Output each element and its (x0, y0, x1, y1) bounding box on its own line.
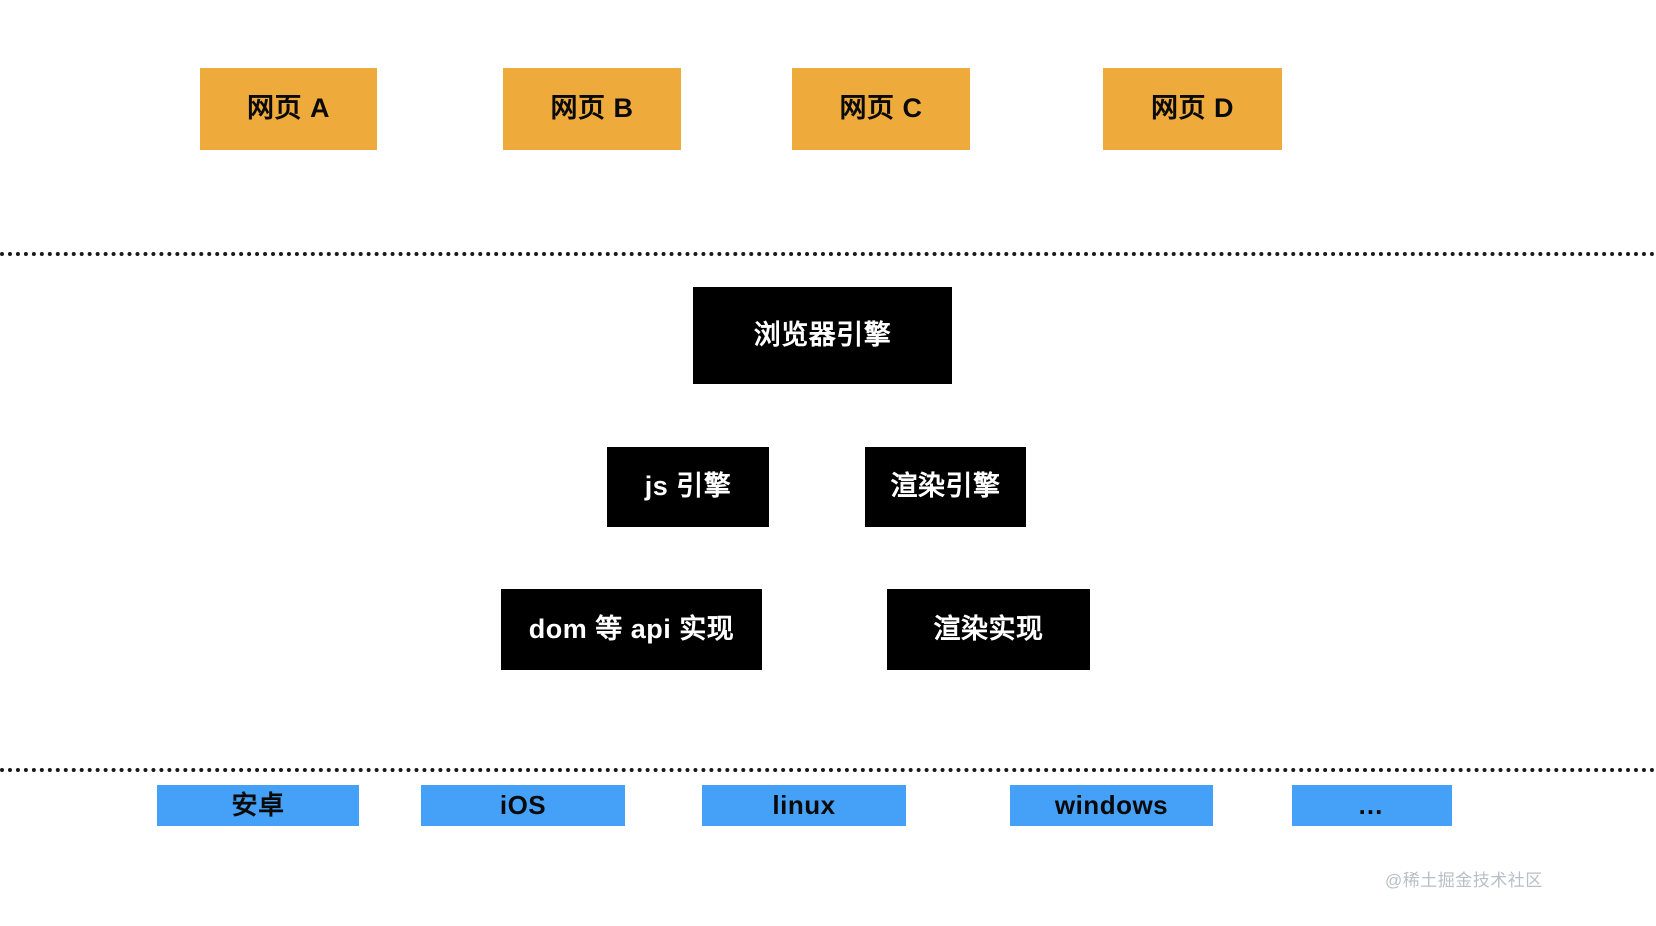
operating-system-layer-box: 安卓 (157, 785, 359, 826)
sub-engine-layer-box: 渲染引擎 (865, 447, 1026, 527)
browser-engine-layer-box: 浏览器引擎 (693, 287, 952, 384)
box-label: … (1357, 789, 1387, 820)
web-page-layer-box: 网页 C (792, 68, 970, 150)
divider-bottom (0, 768, 1656, 772)
operating-system-layer-box: … (1292, 785, 1452, 826)
operating-system-layer-box: linux (702, 785, 906, 826)
box-label: 安卓 (231, 789, 285, 820)
box-label: 渲染实现 (933, 613, 1044, 644)
box-label: iOS (499, 789, 547, 820)
watermark: @稀土掘金技术社区 (1385, 871, 1543, 890)
box-label: linux (772, 789, 836, 820)
web-page-layer-box: 网页 A (200, 68, 377, 150)
box-label: 渲染引擎 (890, 471, 1001, 502)
box-label: 浏览器引擎 (753, 319, 892, 350)
box-label: js 引擎 (644, 471, 732, 502)
web-page-layer-box: 网页 B (503, 68, 681, 150)
box-label: 网页 B (550, 93, 634, 124)
box-label: windows (1054, 789, 1169, 820)
implementation-layer-box: dom 等 api 实现 (501, 589, 762, 670)
operating-system-layer-box: iOS (421, 785, 625, 826)
box-label: 网页 A (247, 93, 330, 124)
divider-top (0, 252, 1656, 256)
box-label: dom 等 api 实现 (528, 613, 735, 644)
sub-engine-layer-box: js 引擎 (607, 447, 769, 527)
web-page-layer-box: 网页 D (1103, 68, 1282, 150)
operating-system-layer-box: windows (1010, 785, 1213, 826)
box-label: 网页 C (839, 93, 923, 124)
box-label: 网页 D (1151, 93, 1234, 124)
implementation-layer-box: 渲染实现 (887, 589, 1090, 670)
